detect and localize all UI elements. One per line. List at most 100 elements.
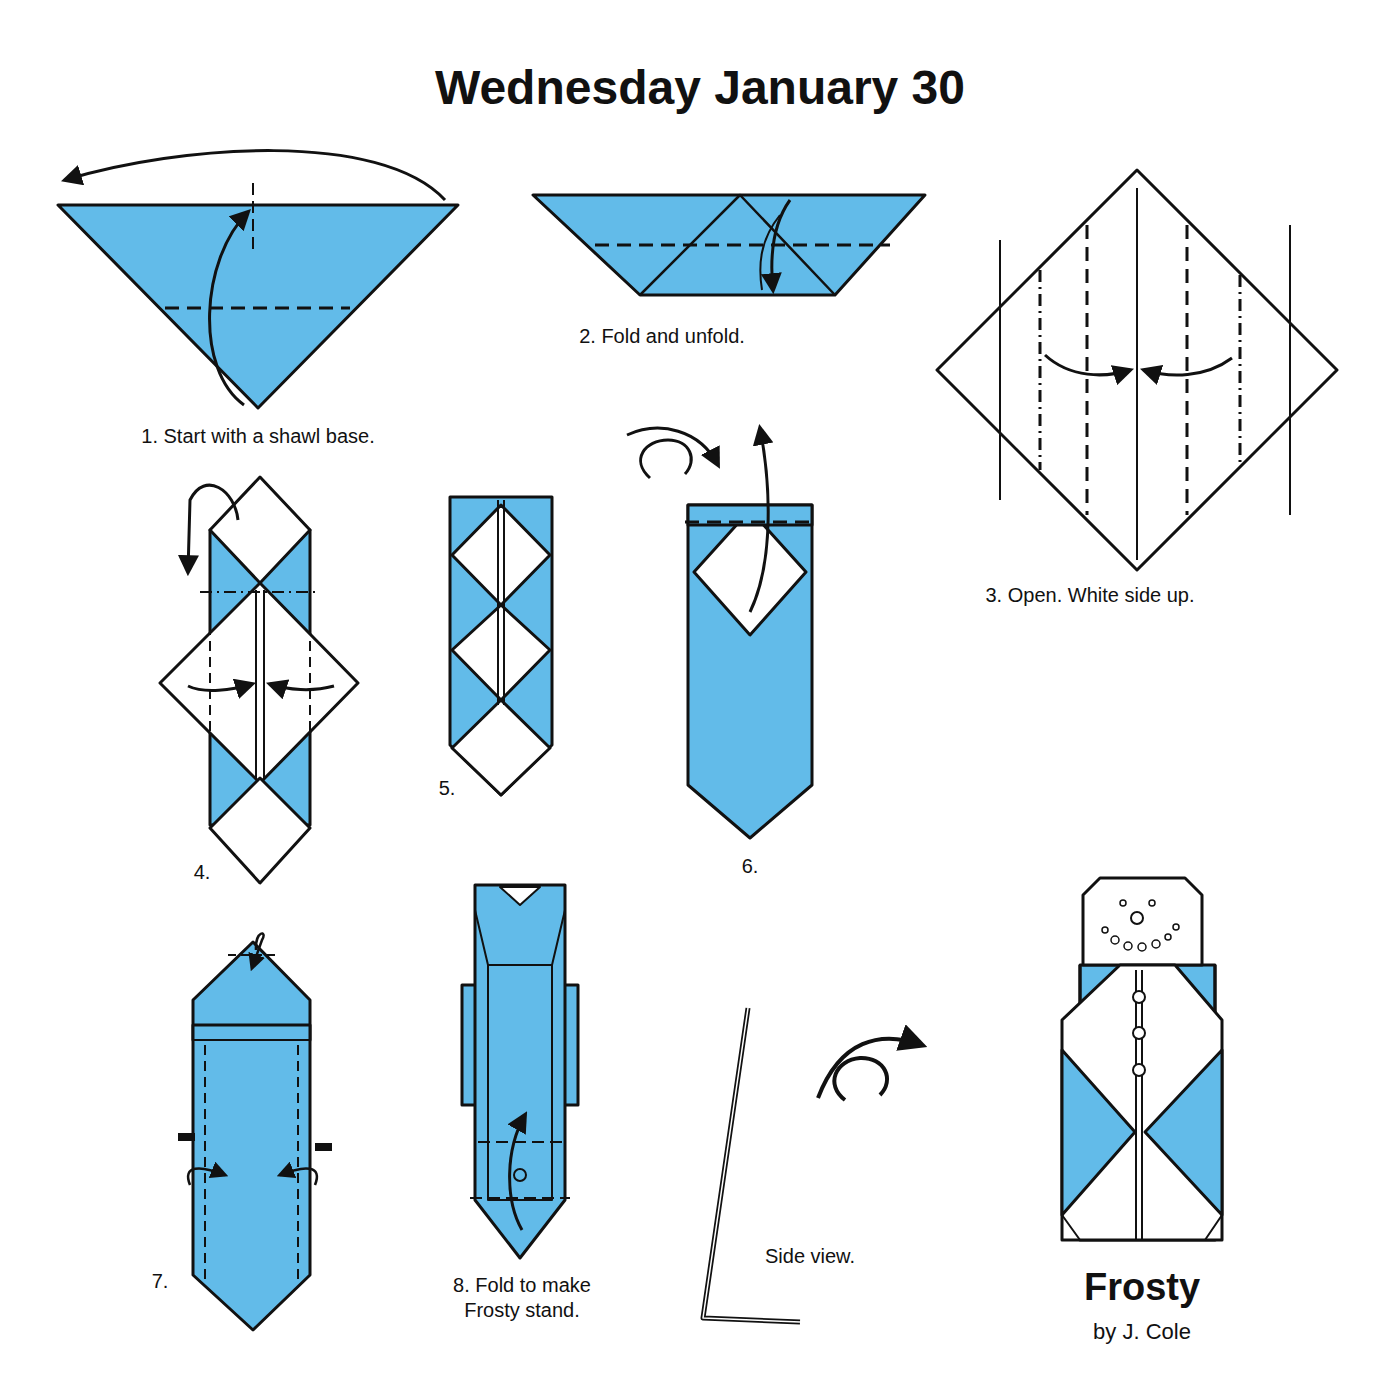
frosty-model-stroke: [1062, 1050, 1135, 1215]
step-eight-figure-stroke: [514, 1169, 526, 1181]
frosty-model-stroke: [1133, 1064, 1145, 1076]
view-caption: Side view.: [765, 1244, 855, 1269]
step-eight-figure: [462, 885, 578, 1258]
shawl-base: [58, 151, 458, 408]
frosty-model-stroke: [1149, 900, 1155, 906]
folded-trapezoid-stroke: [533, 195, 925, 295]
step-five-figure-stroke: [452, 700, 550, 795]
frosty-model-stroke: [1133, 991, 1145, 1003]
step-seven-figure-stroke: [228, 954, 278, 956]
step-number: 7.: [152, 1269, 169, 1294]
side-view-figure-stroke: [703, 1008, 800, 1322]
step-six-figure-stroke: [685, 521, 815, 524]
step-eight-figure-stroke: [500, 887, 540, 905]
frosty-model-stroke: [1136, 970, 1142, 1240]
step-five-figure: [450, 497, 552, 795]
turn-over-symbol: [818, 1039, 922, 1100]
frosty-model-stroke: [1062, 965, 1222, 1240]
step-number: 5.: [439, 776, 456, 801]
frosty-model-stroke: [1133, 1027, 1145, 1039]
step-six-figure-stroke: [750, 428, 768, 612]
step-caption: 3. Open. White side up.: [985, 583, 1194, 608]
turn-over-symbol-stroke: [834, 1058, 887, 1100]
frosty-model-stroke: [1173, 924, 1179, 930]
step-four-figure-stroke: [200, 591, 318, 593]
step-seven-figure-stroke: [252, 933, 264, 968]
step-six-figure: [627, 428, 815, 838]
step-four-figure-stroke: [256, 590, 264, 778]
shawl-base-stroke: [210, 212, 248, 405]
folded-trapezoid: [533, 195, 925, 295]
open-square: [937, 170, 1337, 570]
step-eight-figure-stroke: [510, 1115, 525, 1230]
turn-over-symbol-stroke: [818, 1039, 922, 1098]
open-square-stroke: [937, 170, 1337, 570]
open-square-stroke: [1289, 225, 1291, 515]
frosty-model-stroke: [1124, 942, 1132, 950]
shawl-base-stroke: [165, 307, 350, 310]
origami-illustration-stroke: [58, 151, 1337, 1330]
step-caption: 8. Fold to make Frosty stand.: [433, 1273, 611, 1323]
open-square-stroke: [1136, 188, 1138, 560]
frosty-model-stroke: [1165, 934, 1171, 940]
step-eight-figure-stroke: [475, 910, 565, 965]
step-seven-figure-stroke: [280, 1168, 317, 1185]
frosty-model-stroke: [1131, 912, 1143, 924]
step-four-figure: [160, 477, 358, 883]
folded-trapezoid-stroke: [595, 244, 890, 247]
frosty-model-stroke: [1138, 943, 1146, 951]
author-credit: by J. Cole: [1093, 1318, 1191, 1346]
step-four-figure-stroke: [270, 684, 334, 690]
open-square-stroke: [999, 240, 1001, 500]
open-square-stroke: [1086, 225, 1089, 515]
step-seven-figure-stroke: [205, 1045, 298, 1285]
step-five-figure-stroke: [452, 505, 550, 605]
model-name: Frosty: [1084, 1264, 1200, 1312]
step-seven-figure-stroke: [178, 1137, 332, 1147]
step-seven-figure-stroke: [193, 1039, 310, 1041]
frosty-model-stroke: [1152, 940, 1160, 948]
open-square-stroke: [1039, 270, 1042, 470]
step-five-figure-stroke: [452, 605, 550, 700]
side-view-figure-stroke: [703, 1008, 800, 1322]
step-six-figure-stroke: [627, 428, 718, 465]
step-five-figure-stroke: [498, 500, 504, 705]
step-eight-figure-stroke: [475, 885, 565, 1258]
step-four-figure-stroke: [210, 778, 310, 883]
shawl-base-stroke: [58, 205, 458, 408]
side-view-figure: [703, 1008, 800, 1322]
step-four-figure-stroke: [160, 583, 358, 783]
step-seven-figure-stroke: [193, 1025, 310, 1330]
step-six-figure-stroke: [688, 505, 812, 838]
open-square-stroke: [1239, 275, 1242, 465]
step-four-figure-stroke: [188, 485, 238, 572]
step-seven-figure: [178, 933, 332, 1330]
step-six-figure-stroke: [694, 510, 806, 635]
frosty-model-stroke: [1083, 878, 1202, 965]
folded-trapezoid-stroke: [772, 200, 790, 290]
step-caption: 2. Fold and unfold.: [579, 324, 745, 349]
frosty-model-stroke: [1120, 900, 1126, 906]
step-four-figure-stroke: [210, 625, 310, 740]
step-number: 4.: [194, 860, 211, 885]
step-caption: 1. Start with a shawl base.: [141, 424, 374, 449]
frosty-model: [1062, 878, 1222, 1240]
open-square-stroke: [1186, 225, 1189, 515]
step-eight-figure-stroke: [488, 965, 552, 1200]
step-seven-figure-stroke: [188, 1168, 225, 1185]
step-six-figure-stroke: [688, 505, 812, 525]
step-five-figure-stroke: [450, 497, 552, 795]
frosty-model-stroke: [1102, 927, 1108, 933]
page-title: Wednesday January 30: [435, 58, 965, 118]
frosty-model-stroke: [1145, 1050, 1222, 1215]
step-six-figure-stroke: [641, 440, 692, 478]
folded-trapezoid-stroke: [760, 215, 780, 290]
shawl-base-stroke: [252, 183, 254, 250]
open-square-stroke: [1045, 355, 1130, 375]
step-eight-figure-stroke: [470, 1142, 570, 1198]
step-number: 6.: [742, 854, 759, 879]
shawl-base-stroke: [65, 151, 445, 200]
step-four-figure-stroke: [188, 684, 252, 690]
